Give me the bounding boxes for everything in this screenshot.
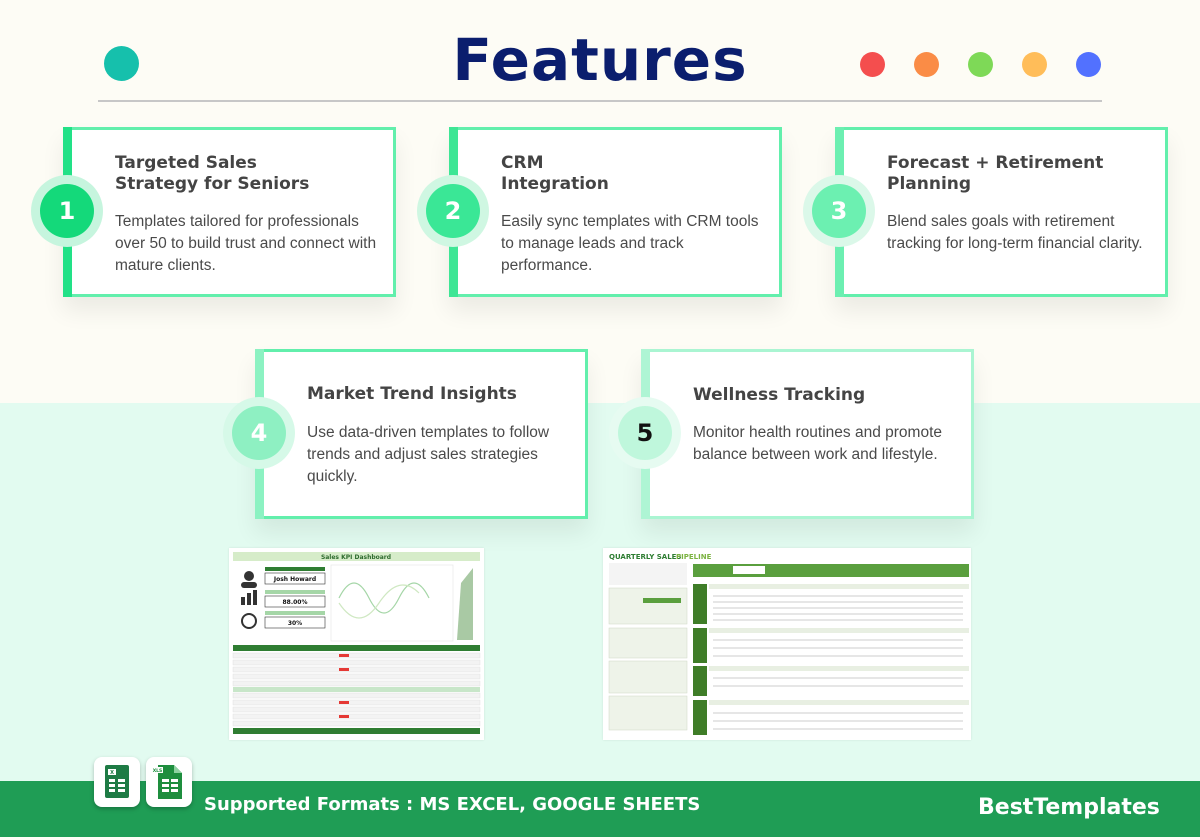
- title-divider: [98, 100, 1102, 102]
- feature-description: Easily sync templates with CRM tools to …: [501, 213, 759, 274]
- feature-title-line: Planning: [887, 174, 972, 194]
- pipeline-thumbnail: QUARTERLY SALES PIPELINE: [608, 553, 969, 735]
- feature-card-3: Forecast + Retirement Planning Blend sal…: [835, 127, 1168, 297]
- excel-icon: X: [94, 757, 140, 807]
- quarterly-sales-pipeline-preview: QUARTERLY SALES PIPELINE: [603, 548, 971, 740]
- feature-card-5: Wellness Tracking Monitor health routine…: [641, 349, 974, 519]
- google-sheets-icon: XLS: [146, 757, 192, 807]
- feature-title-line: Market Trend Insights: [307, 384, 517, 404]
- svg-text:XLS: XLS: [153, 768, 163, 774]
- brand-logo-text: BestTemplates: [978, 795, 1160, 820]
- dashboard-thumbnail: Sales KPI Dashboard Josh Howard 88.00% 3…: [232, 552, 481, 734]
- feature-title-line: Integration: [501, 174, 609, 194]
- feature-title: Forecast + Retirement Planning: [887, 153, 1162, 195]
- feature-title-line: Wellness Tracking: [693, 385, 866, 405]
- feature-card-2: CRM Integration Easily sync templates wi…: [449, 127, 782, 297]
- feature-description: Monitor health routines and promote bala…: [693, 424, 943, 463]
- feature-number: 3: [812, 184, 866, 238]
- feature-title-line: CRM: [501, 153, 544, 173]
- feature-title: Targeted Sales Strategy for Seniors: [115, 153, 390, 195]
- dot-blue: [1076, 52, 1101, 77]
- supported-formats-text: Supported Formats : MS EXCEL, GOOGLE SHE…: [204, 794, 701, 815]
- pipeline-title-b: PIPELINE: [676, 553, 712, 561]
- feature-number-badge-2: 2: [417, 175, 489, 247]
- feature-number: 5: [618, 406, 672, 460]
- dashboard-name: Josh Howard: [273, 576, 316, 583]
- feature-card-4: Market Trend Insights Use data-driven te…: [255, 349, 588, 519]
- teal-dot-decoration: [104, 46, 139, 81]
- feature-title-line: Strategy for Seniors: [115, 174, 310, 194]
- feature-number-badge-1: 1: [31, 175, 103, 247]
- svg-text:X: X: [110, 770, 114, 776]
- footer-bar: Supported Formats : MS EXCEL, GOOGLE SHE…: [0, 781, 1200, 837]
- feature-title-line: Targeted Sales: [115, 153, 257, 173]
- feature-card-1: Targeted Sales Strategy for Seniors Temp…: [63, 127, 396, 297]
- dashboard-value-1: 88.00%: [283, 599, 308, 606]
- dot-yellow: [1022, 52, 1047, 77]
- feature-number-badge-3: 3: [803, 175, 875, 247]
- dashboard-value-2: 30%: [288, 620, 302, 627]
- feature-title: Wellness Tracking: [693, 385, 968, 406]
- sales-kpi-dashboard-preview: Sales KPI Dashboard Josh Howard 88.00% 3…: [229, 548, 484, 740]
- feature-number-badge-5: 5: [609, 397, 681, 469]
- feature-title-line: Forecast + Retirement: [887, 153, 1104, 173]
- background-middle: [0, 403, 1200, 781]
- feature-number: 4: [232, 406, 286, 460]
- pipeline-title-a: QUARTERLY SALES: [609, 553, 681, 561]
- feature-title: CRM Integration: [501, 153, 776, 195]
- dot-orange: [914, 52, 939, 77]
- feature-number: 1: [40, 184, 94, 238]
- feature-number-badge-4: 4: [223, 397, 295, 469]
- feature-title: Market Trend Insights: [307, 384, 582, 405]
- dot-green: [968, 52, 993, 77]
- feature-description: Use data-driven templates to follow tren…: [307, 424, 550, 485]
- dot-red: [860, 52, 885, 77]
- page-title: Features: [452, 26, 748, 94]
- feature-description: Blend sales goals with retirement tracki…: [887, 213, 1143, 252]
- dashboard-title: Sales KPI Dashboard: [321, 554, 391, 561]
- feature-description: Templates tailored for professionals ove…: [115, 213, 377, 274]
- feature-number: 2: [426, 184, 480, 238]
